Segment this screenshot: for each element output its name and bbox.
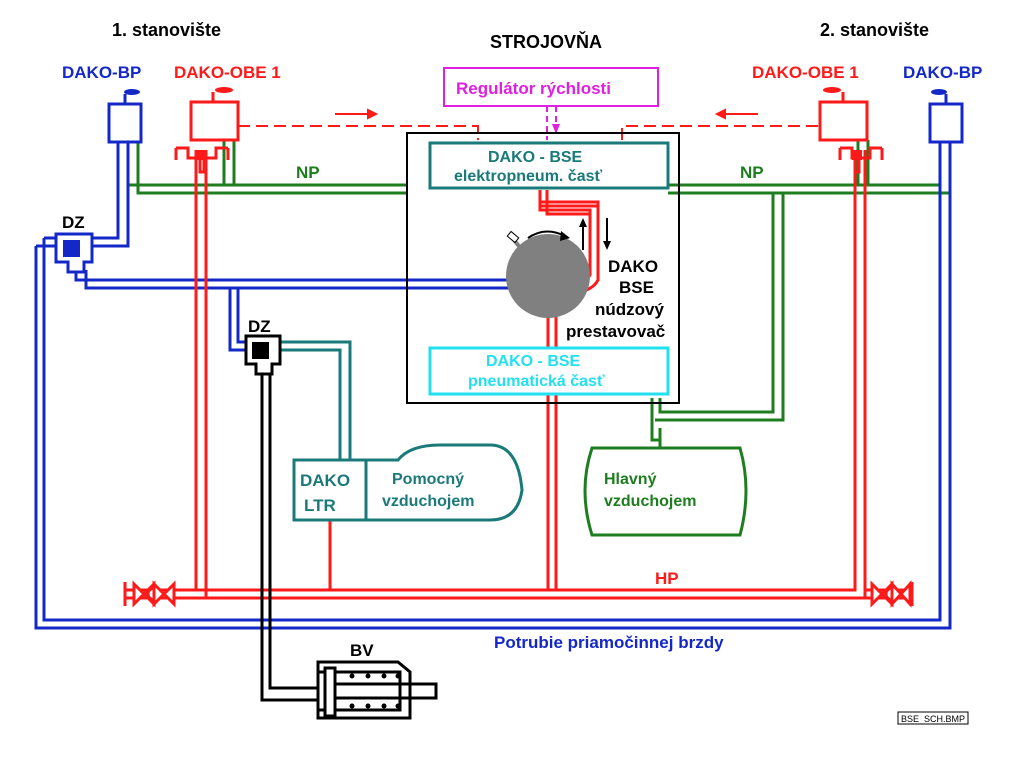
rotate-arrowhead-icon xyxy=(560,231,570,241)
dako-obe-right-valve-core xyxy=(852,150,862,160)
control-lines xyxy=(238,125,820,140)
emergency-label-1: núdzový xyxy=(595,300,664,319)
dako-obe-left-body xyxy=(189,100,240,142)
aux-reservoir-label-2: vzduchojem xyxy=(382,493,474,510)
dako-obe-left-valve-core xyxy=(197,150,207,160)
bv-pipes xyxy=(260,370,318,702)
bv-label: BV xyxy=(350,641,374,660)
hp-valve-right xyxy=(870,580,914,608)
aux-pipes xyxy=(278,340,352,460)
hp-valve-left xyxy=(123,580,176,608)
aux-reservoir xyxy=(364,443,524,522)
bv-brake-cylinder xyxy=(316,660,438,720)
bse-pneu-title: DAKO - BSE xyxy=(486,353,581,370)
regulator-arrow-icon xyxy=(552,124,560,134)
bse-electro-title: DAKO - BSE xyxy=(488,149,583,166)
dako-obe-right-body xyxy=(818,100,869,142)
dako-bp-left-label: DAKO-BP xyxy=(62,63,141,82)
np-left-label: NP xyxy=(296,163,320,182)
down-arrowhead-icon xyxy=(603,241,611,250)
bse-electropneumatic-box xyxy=(428,141,670,190)
dako-bp-left-body xyxy=(107,102,143,144)
np-right-label: NP xyxy=(740,163,764,182)
dz-middle-core xyxy=(252,342,269,359)
dz-middle-label: DZ xyxy=(248,317,271,336)
dako-bp-right-label: DAKO-BP xyxy=(903,63,982,82)
bse-electro-subtitle: elektropneum. časť xyxy=(454,168,603,185)
bse-pneumatic-box xyxy=(428,346,670,396)
dako-obe-right-label: DAKO-OBE 1 xyxy=(752,63,859,82)
main-reservoir xyxy=(583,446,748,537)
station-2-label: 2. stanovište xyxy=(820,20,929,40)
dz-left-label: DZ xyxy=(62,213,85,232)
speed-regulator-box xyxy=(443,67,659,107)
hp-label: HP xyxy=(655,569,679,588)
file-tag-label: BSE_SCH.BMP xyxy=(901,714,965,724)
ltr-label-2: LTR xyxy=(304,496,336,515)
machine-room-box xyxy=(406,132,680,404)
emergency-switch-handle xyxy=(506,230,520,244)
regulator-link xyxy=(546,106,557,140)
direct-brake-pipe-label: Potrubie priamočinnej brzdy xyxy=(494,633,724,652)
ltr-label-1: DAKO xyxy=(300,471,350,490)
emergency-switch-disc xyxy=(506,234,590,318)
speed-regulator-label: Regulátor rýchlosti xyxy=(456,79,611,98)
main-reservoir-label-2: vzduchojem xyxy=(604,493,696,510)
dako-obe-left-valve xyxy=(174,146,230,174)
station-1-label: 1. stanovište xyxy=(112,20,221,40)
dako-bse-label-1: DAKO xyxy=(608,257,658,276)
file-tag-box xyxy=(897,711,969,725)
emergency-label-2: prestavovač xyxy=(566,322,665,341)
dako-bp-left-handle xyxy=(124,89,140,95)
up-arrowhead-icon xyxy=(579,218,587,227)
bse-pneu-subtitle: pneumatická časť xyxy=(468,373,605,390)
dako-obe-right-handle xyxy=(823,87,841,93)
bv-spring-dots xyxy=(349,673,401,709)
aux-reservoir-label-1: Pomocný xyxy=(392,471,464,488)
dako-bse-label-2: BSE xyxy=(619,278,654,297)
dako-bp-right-body xyxy=(928,102,964,144)
dz-left-core xyxy=(63,240,80,257)
machine-room-label: STROJOVŇA xyxy=(490,31,602,52)
main-reservoir-label-1: Hlavný xyxy=(604,471,657,488)
dako-obe-left-label: DAKO-OBE 1 xyxy=(174,63,281,82)
dako-obe-left-handle xyxy=(215,87,233,93)
dako-bp-right-handle xyxy=(931,89,947,95)
control-arrows xyxy=(335,108,758,120)
